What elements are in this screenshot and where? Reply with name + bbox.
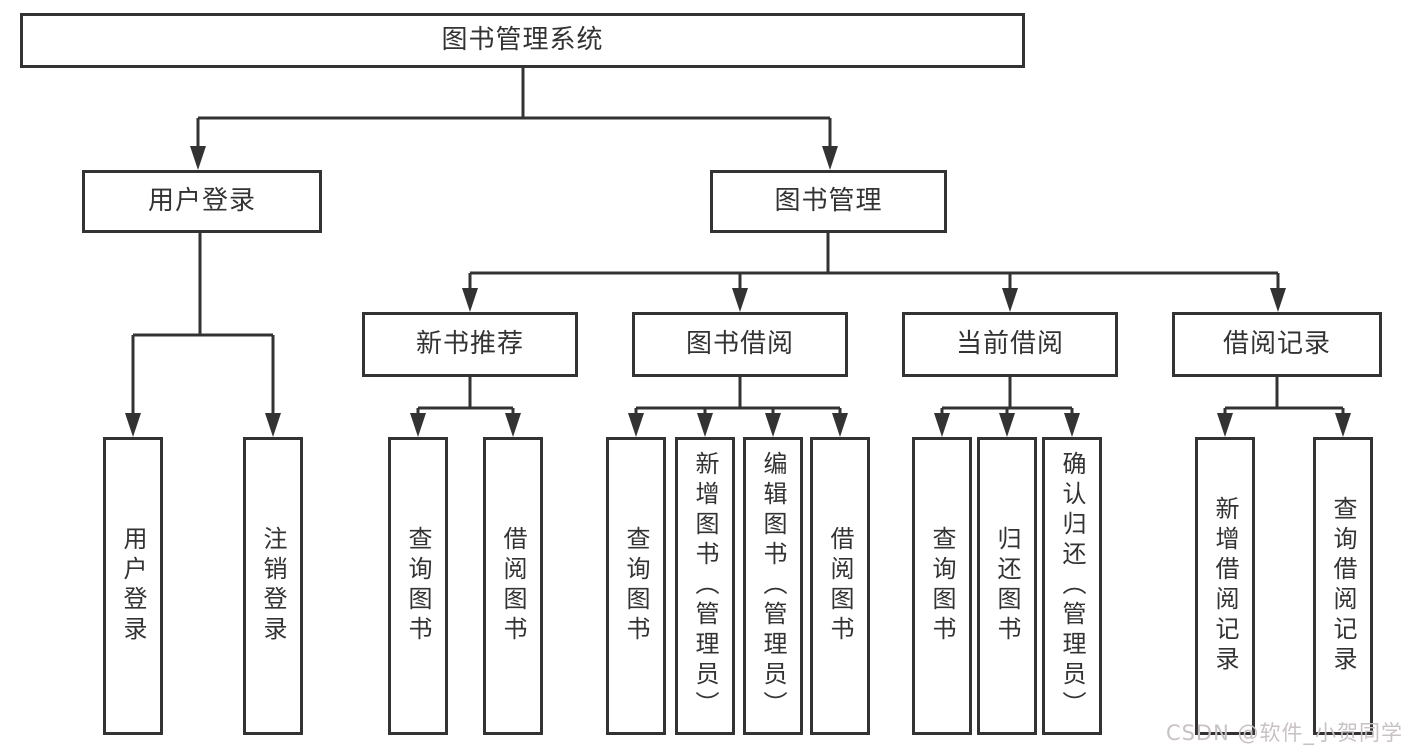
node-borrow-record: 借阅记录	[1172, 312, 1382, 377]
node-query-book-current: 查询图书	[912, 437, 972, 735]
node-label: 编辑图书（管理员）	[759, 451, 787, 721]
node-query-borrow-record: 查询借阅记录	[1313, 437, 1373, 735]
node-label: 注销登录	[259, 526, 287, 646]
arrowhead-icon	[1002, 288, 1018, 312]
arrowhead-icon	[1270, 288, 1286, 312]
node-current-borrow: 当前借阅	[902, 312, 1118, 377]
arrowhead-icon	[822, 146, 838, 170]
node-book-borrow: 图书借阅	[632, 312, 848, 377]
arrowhead-icon	[697, 413, 713, 437]
node-label: 借阅图书	[826, 526, 854, 646]
node-user-login-leaf: 用户登录	[103, 437, 163, 735]
node-add-book-admin: 新增图书（管理员）	[675, 437, 735, 735]
node-label: 确认归还（管理员）	[1058, 451, 1086, 721]
node-query-book-borrow: 查询图书	[606, 437, 666, 735]
node-label: 图书借阅	[685, 328, 794, 359]
node-borrow-book-leaf: 借阅图书	[810, 437, 870, 735]
node-label: 查询图书	[622, 526, 650, 646]
arrowhead-icon	[628, 413, 644, 437]
node-new-book-recommend: 新书推荐	[362, 312, 578, 377]
watermark-text: CSDN @软件_小贺同学	[1165, 721, 1403, 745]
node-label: 新增借阅记录	[1211, 496, 1239, 676]
node-return-book: 归还图书	[977, 437, 1037, 735]
node-borrow-book-recommend: 借阅图书	[483, 437, 543, 735]
node-label: 新增图书（管理员）	[691, 451, 719, 721]
arrowhead-icon	[265, 413, 281, 437]
arrowhead-icon	[462, 288, 478, 312]
node-label: 借阅记录	[1222, 328, 1331, 359]
node-label: 图书管理	[774, 185, 883, 216]
arrowhead-icon	[1064, 413, 1080, 437]
arrowhead-icon	[832, 413, 848, 437]
node-label: 当前借阅	[955, 328, 1064, 359]
connector-line	[416, 377, 515, 419]
arrowhead-icon	[999, 413, 1015, 437]
node-edit-book-admin: 编辑图书（管理员）	[743, 437, 803, 735]
connector-line	[196, 68, 832, 152]
node-label: 查询借阅记录	[1329, 496, 1357, 676]
node-label: 归还图书	[993, 526, 1021, 646]
node-label: 新书推荐	[415, 328, 524, 359]
node-label: 图书管理系统	[441, 24, 604, 55]
connector-line	[468, 233, 1280, 294]
node-confirm-return-admin: 确认归还（管理员）	[1042, 437, 1102, 735]
arrowhead-icon	[125, 413, 141, 437]
arrowhead-icon	[410, 413, 426, 437]
arrowhead-icon	[934, 413, 950, 437]
connector-line	[940, 377, 1074, 419]
arrowhead-icon	[1217, 413, 1233, 437]
arrowhead-icon	[765, 413, 781, 437]
node-label: 借阅图书	[499, 526, 527, 646]
connector-line	[634, 377, 842, 419]
arrowhead-icon	[190, 146, 206, 170]
node-logout-leaf: 注销登录	[243, 437, 303, 735]
node-label: 查询图书	[404, 526, 432, 646]
arrowhead-icon	[505, 413, 521, 437]
connector-line	[131, 233, 275, 419]
node-root: 图书管理系统	[20, 13, 1025, 68]
node-book-management: 图书管理	[710, 170, 947, 233]
node-user-login: 用户登录	[82, 170, 322, 233]
node-label: 查询图书	[928, 526, 956, 646]
connector-line	[1223, 377, 1345, 419]
node-add-borrow-record: 新增借阅记录	[1195, 437, 1255, 735]
arrowhead-icon	[1335, 413, 1351, 437]
node-label: 用户登录	[119, 526, 147, 646]
arrowhead-icon	[732, 288, 748, 312]
node-label: 用户登录	[147, 185, 256, 216]
node-query-book-recommend: 查询图书	[388, 437, 448, 735]
